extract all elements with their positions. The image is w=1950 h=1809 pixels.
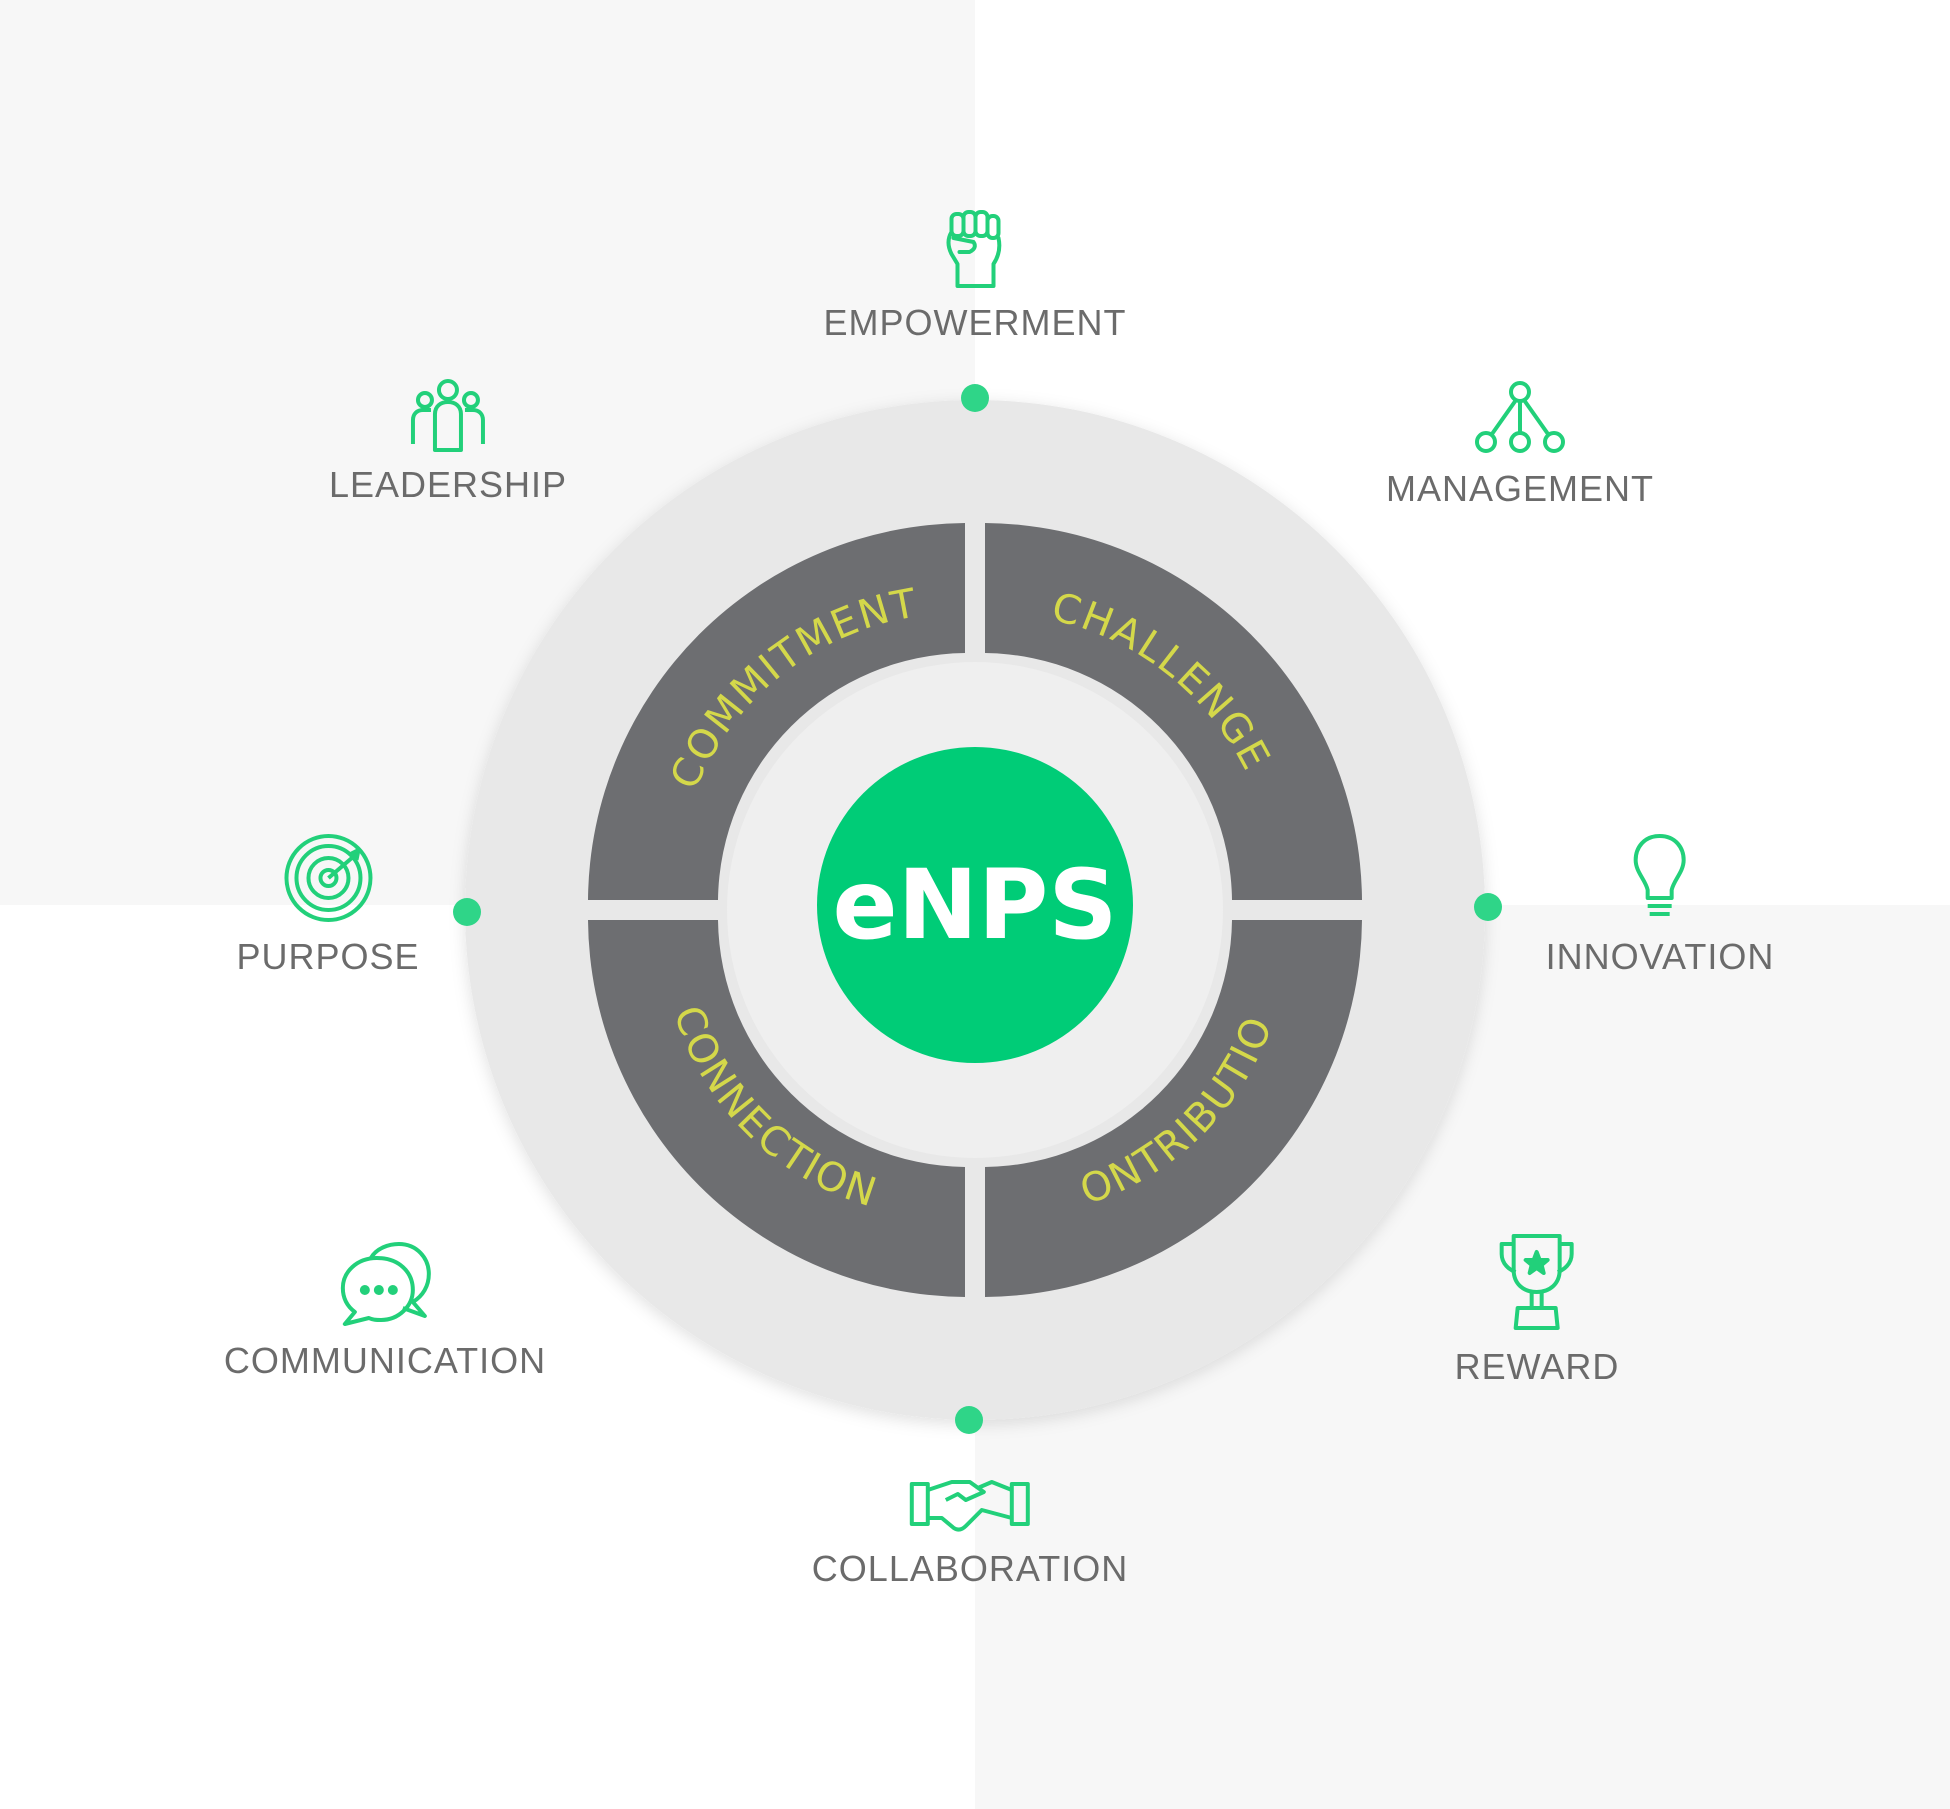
lightbulb-icon bbox=[1633, 834, 1686, 916]
factor-label-leadership: LEADERSHIP bbox=[328, 464, 568, 505]
segment-contribution bbox=[985, 920, 1362, 1297]
factor-label-communication: COMMUNICATION bbox=[223, 1340, 547, 1381]
connector-dot-top bbox=[961, 384, 989, 412]
factor-label-reward: REWARD bbox=[1454, 1346, 1620, 1387]
segment-commitment bbox=[588, 523, 965, 900]
factor-leadership: LEADERSHIP bbox=[329, 378, 567, 506]
team-icon bbox=[410, 379, 485, 452]
factor-purpose: PURPOSE bbox=[236, 832, 419, 978]
center-label: eNPS bbox=[833, 849, 1118, 961]
connector-dot-bottom bbox=[955, 1406, 983, 1434]
factor-innovation: INNOVATION bbox=[1546, 832, 1775, 978]
factor-label-purpose: PURPOSE bbox=[236, 936, 420, 977]
factor-label-collaboration: COLLABORATION bbox=[811, 1548, 1129, 1589]
trophy-icon bbox=[1499, 1234, 1574, 1330]
handshake-icon bbox=[910, 1480, 1030, 1532]
connector-dot-left bbox=[453, 898, 481, 926]
segment-connection bbox=[588, 920, 965, 1297]
factor-reward: REWARD bbox=[1455, 1230, 1620, 1388]
chat-bubbles-icon bbox=[341, 1242, 431, 1326]
factor-collaboration: COLLABORATION bbox=[812, 1474, 1128, 1590]
factor-management: MANAGEMENT bbox=[1386, 380, 1654, 510]
factor-label-management: MANAGEMENT bbox=[1385, 468, 1655, 509]
factor-communication: COMMUNICATION bbox=[224, 1240, 546, 1382]
hierarchy-icon bbox=[1474, 381, 1565, 453]
raised-fist-icon bbox=[946, 210, 1001, 288]
factor-label-innovation: INNOVATION bbox=[1545, 936, 1775, 977]
factor-label-empowerment: EMPOWERMENT bbox=[823, 302, 1127, 343]
factor-empowerment: EMPOWERMENT bbox=[824, 208, 1127, 344]
center-circle bbox=[817, 747, 1133, 1063]
target-icon bbox=[283, 834, 372, 922]
connector-dot-right bbox=[1474, 893, 1502, 921]
segment-challenge bbox=[985, 523, 1362, 900]
